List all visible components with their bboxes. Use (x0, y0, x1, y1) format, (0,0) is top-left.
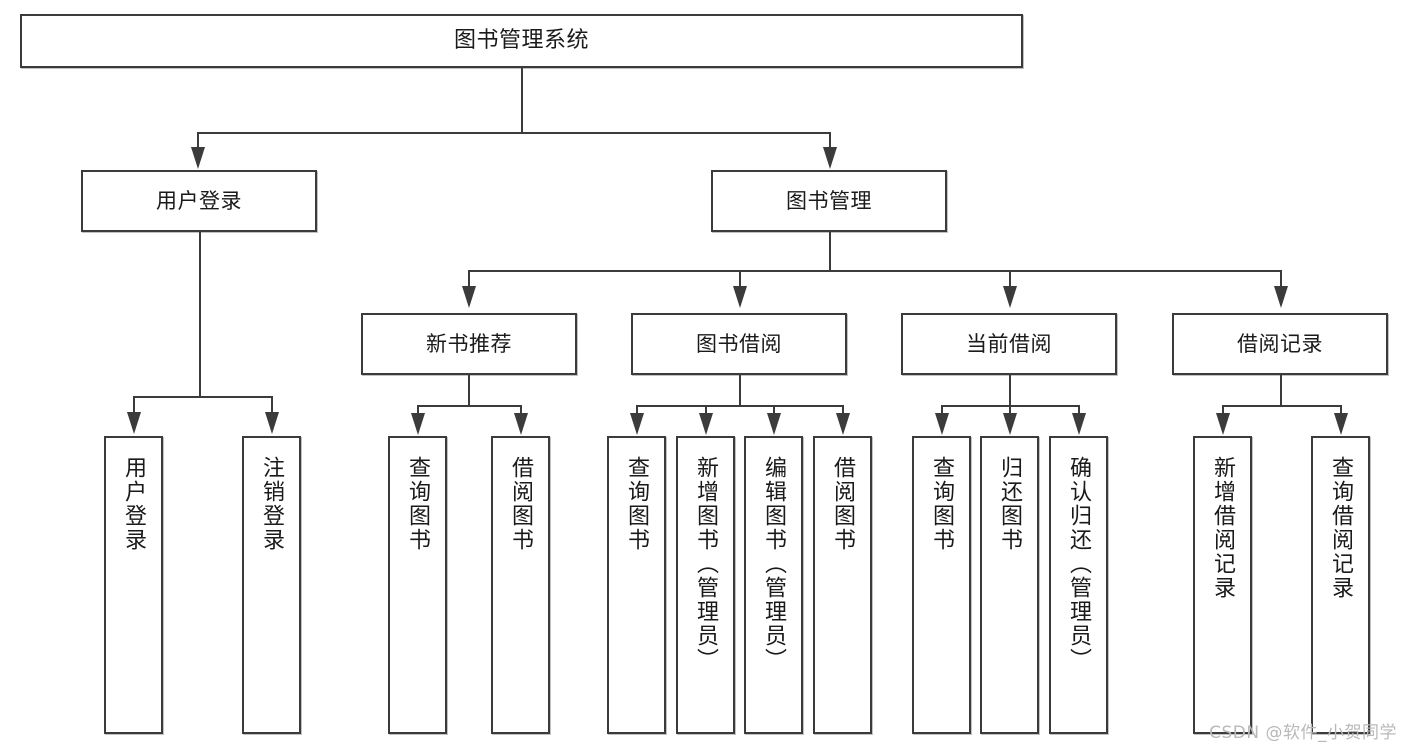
node-leaf-query-book-1[interactable]: 查询图书 (388, 436, 447, 734)
connector-bookborrow-drop-2 (705, 405, 707, 415)
node-label: 用户登录 (156, 188, 242, 213)
connector-bookborrow-drop-4 (842, 405, 844, 415)
node-leaf-edit-book[interactable]: 编辑图书（管理员） (744, 436, 803, 734)
connector-userlogin-stem (199, 232, 201, 396)
arrowhead-currentborrow-2 (1003, 413, 1017, 435)
connector-currentborrow-stem (1009, 375, 1011, 405)
node-label: 查询图书 (624, 456, 650, 552)
arrowhead-bookborrow-3 (767, 413, 781, 435)
connector-currentborrow-drop-2 (1009, 405, 1011, 415)
node-label: 借阅记录 (1237, 331, 1323, 356)
arrowhead-level2-2 (823, 147, 837, 169)
arrowhead-level3-2 (733, 286, 747, 308)
node-label: 用户登录 (121, 456, 147, 552)
node-label: 新增图书（管理员） (693, 456, 719, 672)
node-leaf-borrow-book-2[interactable]: 借阅图书 (813, 436, 872, 734)
node-label: 借阅图书 (830, 456, 856, 552)
connector-level2-bus (197, 132, 831, 134)
node-label: 查询借阅记录 (1328, 456, 1354, 600)
node-label: 图书管理 (786, 188, 872, 213)
node-label: 查询图书 (405, 456, 431, 552)
connector-level3-drop-4 (1280, 270, 1282, 288)
node-user-login[interactable]: 用户登录 (81, 170, 317, 232)
connector-bookborrow-drop-1 (636, 405, 638, 415)
connector-borrowrecord-drop-1 (1222, 405, 1224, 415)
node-label: 图书管理系统 (453, 28, 589, 54)
node-book-manage[interactable]: 图书管理 (711, 170, 947, 232)
node-leaf-query-record[interactable]: 查询借阅记录 (1311, 436, 1370, 734)
arrowhead-userlogin-1 (127, 412, 141, 434)
arrowhead-bookborrow-2 (699, 413, 713, 435)
node-borrow-record[interactable]: 借阅记录 (1172, 313, 1388, 375)
connector-recommend-stem (468, 375, 470, 405)
arrowhead-level2-1 (191, 147, 205, 169)
connector-level3-drop-1 (468, 270, 470, 288)
node-leaf-query-book-2[interactable]: 查询图书 (607, 436, 666, 734)
node-leaf-confirm-return[interactable]: 确认归还（管理员） (1049, 436, 1108, 734)
connector-borrowrecord-bus (1222, 405, 1340, 407)
connector-recommend-drop-1 (417, 405, 419, 415)
arrowhead-currentborrow-3 (1072, 413, 1086, 435)
connector-level2-drop-2 (829, 132, 831, 149)
connector-root-stem (521, 68, 523, 132)
connector-borrowrecord-drop-2 (1340, 405, 1342, 415)
connector-currentborrow-drop-1 (941, 405, 943, 415)
node-leaf-user-login[interactable]: 用户登录 (104, 436, 163, 734)
arrowhead-level3-1 (462, 286, 476, 308)
node-label: 编辑图书（管理员） (761, 456, 787, 672)
connector-bookborrow-stem (739, 375, 741, 405)
node-leaf-query-book-3[interactable]: 查询图书 (912, 436, 971, 734)
arrowhead-borrowrecord-2 (1334, 413, 1348, 435)
node-current-borrow[interactable]: 当前借阅 (901, 313, 1117, 375)
connector-userlogin-bus (133, 396, 271, 398)
arrowhead-recommend-1 (411, 413, 425, 435)
arrowhead-borrowrecord-1 (1216, 413, 1230, 435)
connector-level3-drop-3 (1009, 270, 1011, 288)
arrowhead-recommend-2 (514, 413, 528, 435)
connector-borrowrecord-stem (1280, 375, 1282, 405)
arrowhead-level3-3 (1003, 286, 1017, 308)
connector-bookmanage-stem (829, 232, 831, 270)
connector-recommend-bus (417, 405, 520, 407)
node-label: 归还图书 (997, 456, 1023, 552)
arrowhead-currentborrow-1 (935, 413, 949, 435)
arrowhead-level3-4 (1274, 286, 1288, 308)
connector-level3-drop-2 (739, 270, 741, 288)
node-label: 查询图书 (929, 456, 955, 552)
node-leaf-borrow-book-1[interactable]: 借阅图书 (491, 436, 550, 734)
connector-recommend-drop-2 (520, 405, 522, 415)
connector-userlogin-drop-2 (271, 396, 273, 414)
connector-level3-bus (468, 270, 1280, 272)
connector-currentborrow-drop-3 (1078, 405, 1080, 415)
connector-level2-drop-1 (197, 132, 199, 149)
node-root-system[interactable]: 图书管理系统 (20, 14, 1023, 68)
arrowhead-bookborrow-1 (630, 413, 644, 435)
node-label: 新增借阅记录 (1210, 456, 1236, 600)
node-label: 确认归还（管理员） (1066, 456, 1092, 672)
arrowhead-userlogin-2 (265, 412, 279, 434)
connector-userlogin-drop-1 (133, 396, 135, 414)
node-leaf-return-book[interactable]: 归还图书 (980, 436, 1039, 734)
connector-bookborrow-drop-3 (773, 405, 775, 415)
node-new-book-recommend[interactable]: 新书推荐 (361, 313, 577, 375)
node-label: 借阅图书 (508, 456, 534, 552)
arrowhead-bookborrow-4 (836, 413, 850, 435)
node-book-borrow[interactable]: 图书借阅 (631, 313, 847, 375)
connector-bookborrow-bus (636, 405, 842, 407)
node-label: 注销登录 (259, 456, 285, 552)
node-leaf-add-book[interactable]: 新增图书（管理员） (676, 436, 735, 734)
node-leaf-add-record[interactable]: 新增借阅记录 (1193, 436, 1252, 734)
node-label: 图书借阅 (696, 331, 782, 356)
node-leaf-logout-login[interactable]: 注销登录 (242, 436, 301, 734)
node-label: 当前借阅 (966, 331, 1052, 356)
node-label: 新书推荐 (426, 331, 512, 356)
